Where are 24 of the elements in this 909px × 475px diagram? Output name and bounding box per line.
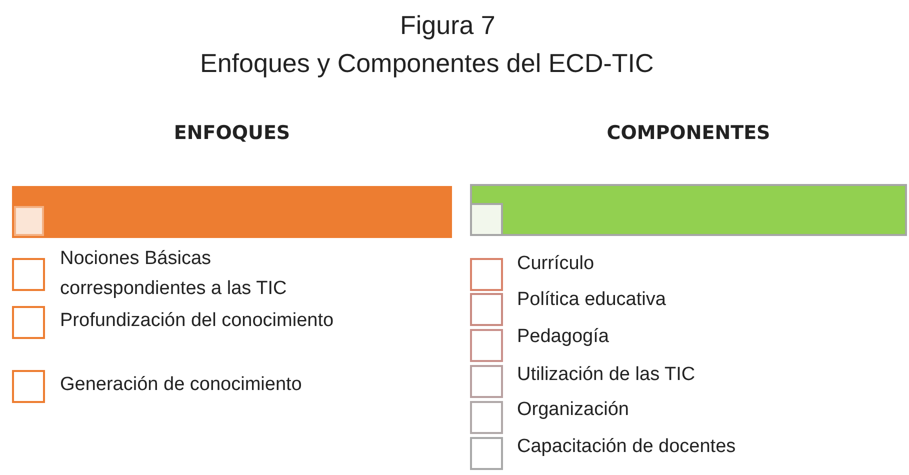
item-label: Pedagogía [517,325,609,349]
checkbox-square [12,258,45,291]
item-label: Generación de conocimiento [60,373,303,397]
checkbox-square [12,306,45,339]
item-label: Currículo [517,252,594,276]
figure-caption: Enfoques y Componentes del ECD-TIC [200,48,654,79]
checkbox-square [12,370,45,403]
checkbox-square [470,258,503,291]
item-label: Utilización de las TIC [517,363,696,387]
column-heading: COMPONENTES [606,122,772,144]
checkbox-square [14,206,44,236]
checkbox-square [470,437,503,470]
checkbox-square [470,365,503,398]
checkbox-square [470,293,503,326]
item-label: Profundización del conocimiento [60,309,335,333]
item-label: Capacitación de docentes [517,435,736,459]
figure-title: Figura 7 [400,10,496,41]
item-label: Nociones Básicas correspondientes a las TIC [60,247,288,301]
checkbox-square [470,203,503,236]
item-label: Política educativa [517,288,666,312]
item-label: Organización [517,398,629,422]
checkbox-square [470,329,503,362]
column-heading: ENFOQUES [172,122,292,144]
checkbox-square [470,401,503,434]
